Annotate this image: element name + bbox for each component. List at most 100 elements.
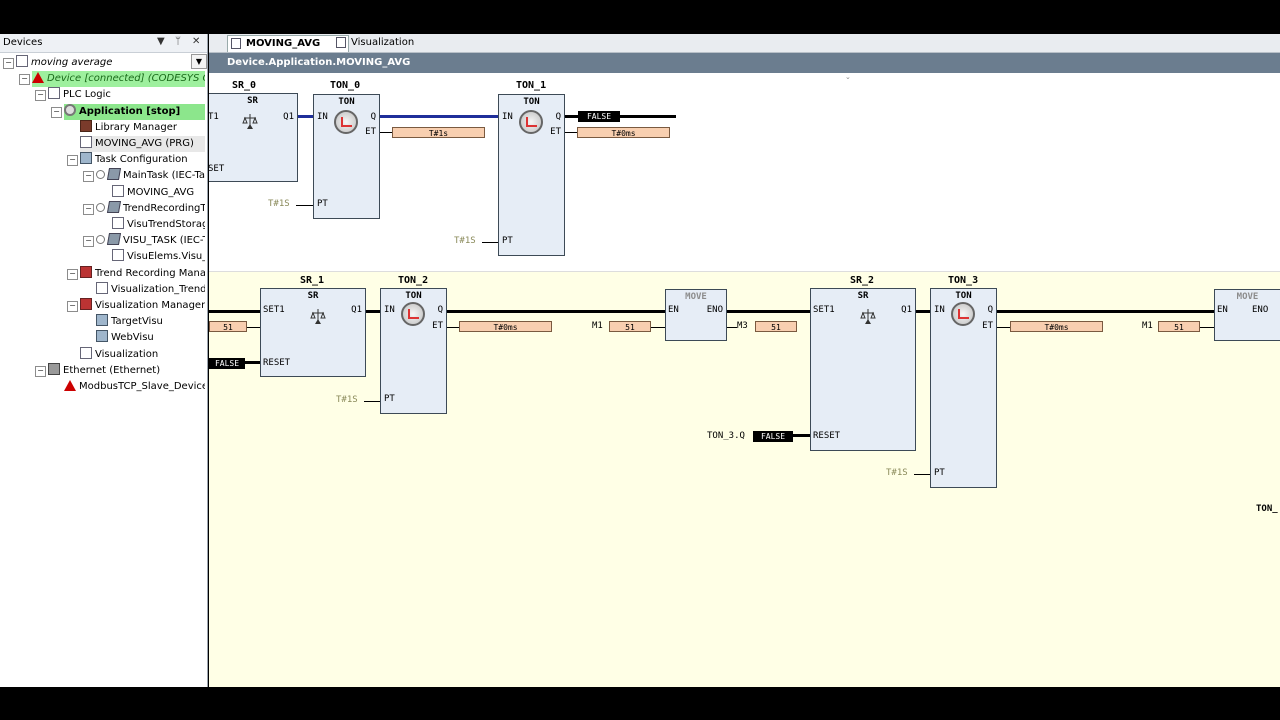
tab-visualization[interactable]: Visualization: [333, 35, 451, 51]
tree-collapse-icon[interactable]: −: [3, 58, 14, 69]
tree-item[interactable]: MOVING_AVG: [112, 184, 205, 201]
sr1-block[interactable]: SR SET1 Q1 RESET: [260, 288, 366, 377]
ton2-type: TON: [405, 291, 422, 301]
wire: [209, 310, 260, 313]
tree-collapse-icon[interactable]: −: [83, 236, 94, 248]
tree-item[interactable]: Visualization Manager: [80, 298, 205, 314]
tree-item[interactable]: Ethernet (Ethernet): [48, 362, 205, 379]
sr2-block[interactable]: SR SET1 Q1 RESET: [810, 288, 916, 451]
ton3-pt-constant[interactable]: T#1S: [886, 468, 908, 478]
tree-item[interactable]: Trend Recording Manager: [80, 265, 205, 282]
wire: [914, 474, 930, 475]
project-icon: [16, 55, 28, 67]
cfc-editor-canvas[interactable]: ⌄ SR_0 SR T1 Q1 SET TON_0 TON IN Q ET PT…: [209, 73, 1280, 687]
tree-collapse-icon[interactable]: −: [83, 171, 94, 183]
scroll-marker-icon: ⌄: [845, 73, 851, 81]
tab-moving-avg[interactable]: MOVING_AVG ✕: [227, 35, 349, 52]
task-icon: [106, 200, 122, 213]
ton1-instance-name[interactable]: TON_1: [516, 80, 547, 91]
wire: [727, 327, 737, 328]
visu-manager-icon: [80, 298, 92, 310]
tree-item[interactable]: Library Manager: [80, 119, 205, 136]
ton0-q-pin: Q: [370, 112, 376, 122]
ton2-pt-constant[interactable]: T#1S: [336, 395, 358, 405]
partial-ton-label[interactable]: TON_: [1256, 504, 1278, 514]
tree-item[interactable]: TrendRecordingTask: [96, 200, 205, 217]
ton3-pt-pin: PT: [934, 468, 945, 478]
tree-collapse-icon[interactable]: −: [35, 365, 46, 377]
tree-collapse-icon[interactable]: −: [35, 90, 46, 102]
ton2-pt-pin: PT: [384, 394, 395, 404]
ton3-et-pin: ET: [982, 321, 993, 331]
wire: [727, 310, 810, 313]
ton3-block[interactable]: TON IN Q ET PT: [930, 288, 997, 488]
tree-item[interactable]: TargetVisu: [96, 314, 205, 330]
move2-input-value: 51: [1158, 321, 1200, 332]
ton1-in-pin: IN: [502, 112, 513, 122]
tree-item[interactable]: PLC Logic: [48, 87, 205, 103]
wire: [245, 361, 260, 364]
editor-tab-bar: MOVING_AVG ✕ Visualization: [209, 34, 1280, 53]
tab-label: Visualization: [351, 37, 415, 48]
panel-pin-icon[interactable]: ᛘ: [175, 36, 181, 47]
ton0-instance-name[interactable]: TON_0: [330, 80, 361, 91]
ton2-et-value: T#0ms: [459, 321, 552, 332]
tree-collapse-icon[interactable]: −: [67, 268, 78, 280]
move2-input-var[interactable]: M1: [1142, 321, 1153, 331]
tree-item[interactable]: Visualization_Trend1: [96, 281, 205, 298]
ton3-instance-name[interactable]: TON_3: [948, 275, 979, 286]
tree-collapse-icon[interactable]: −: [19, 74, 30, 86]
tree-item[interactable]: MOVING_AVG (PRG): [80, 136, 205, 152]
sr1-reset-pin: RESET: [263, 358, 291, 368]
wire: [296, 205, 313, 206]
wire: [380, 132, 392, 133]
move2-block[interactable]: MOVE EN ENO: [1214, 289, 1280, 341]
wire: [651, 327, 665, 328]
editor-path: Device.Application.MOVING_AVG: [227, 57, 411, 68]
tree-item-label: Device [connected] (CODESYS Control: [47, 73, 205, 85]
tree-item-label: Task Configuration: [95, 154, 188, 166]
tree-item[interactable]: Task Configuration: [80, 152, 205, 168]
tree-collapse-icon[interactable]: −: [67, 155, 78, 167]
move1-input-var[interactable]: M1: [592, 321, 603, 331]
tree-collapse-icon[interactable]: −: [51, 106, 62, 118]
tree-item[interactable]: ModbusTCP_Slave_Device: [64, 379, 205, 395]
sr2-reset-var[interactable]: TON_3.Q: [707, 431, 745, 441]
sr-scale-icon: [242, 114, 258, 129]
tree-collapse-icon[interactable]: −: [83, 203, 94, 215]
panel-close-icon[interactable]: ✕: [192, 36, 201, 47]
ton2-instance-name[interactable]: TON_2: [398, 275, 429, 286]
ton0-pt-constant[interactable]: T#1S: [268, 199, 290, 209]
sr2-reset-value: FALSE: [753, 431, 793, 442]
tree-item[interactable]: VisuElems.Visu_Prg: [112, 249, 205, 265]
sr0-block[interactable]: SR T1 Q1 SET: [209, 93, 298, 182]
tree-item-label: ModbusTCP_Slave_Device: [79, 381, 205, 392]
move1-output-var[interactable]: M3: [737, 321, 748, 331]
tree-item[interactable]: moving average: [16, 55, 205, 71]
tree-dropdown-icon[interactable]: ▼: [191, 54, 207, 69]
ton1-pt-constant[interactable]: T#1S: [454, 236, 476, 246]
tree-item[interactable]: Device [connected] (CODESYS Control: [32, 71, 205, 88]
tree-item[interactable]: WebVisu: [96, 330, 205, 346]
ton1-block[interactable]: TON IN Q ET PT: [498, 94, 565, 256]
ton0-block[interactable]: TON IN Q ET PT: [313, 94, 380, 219]
sr0-instance-name[interactable]: SR_0: [232, 80, 257, 91]
sr2-instance-name[interactable]: SR_2: [850, 275, 875, 286]
move2-type: MOVE: [1236, 292, 1259, 302]
move1-block[interactable]: MOVE EN ENO: [665, 289, 727, 341]
devices-panel-header: Devices ▼ ᛘ ✕: [0, 34, 207, 53]
tree-item[interactable]: Visualization: [80, 346, 205, 363]
ton2-block[interactable]: TON IN Q ET PT: [380, 288, 447, 414]
sr1-instance-name[interactable]: SR_1: [300, 275, 325, 286]
wire: [997, 327, 1010, 328]
left-input-value: 51: [209, 321, 247, 332]
tree-item[interactable]: MainTask (IEC-Tasks): [96, 168, 205, 184]
wire: [298, 115, 313, 118]
panel-dropdown-icon[interactable]: ▼: [157, 36, 165, 47]
tree-item[interactable]: VisuTrendStorage: [112, 217, 205, 233]
tree-item[interactable]: VISU_TASK (IEC-Tasks): [96, 233, 205, 249]
tree-item[interactable]: Application [stop]: [64, 103, 205, 120]
ton1-et-pin: ET: [550, 127, 561, 137]
move2-eno-pin: ENO: [1252, 305, 1269, 315]
tree-collapse-icon[interactable]: −: [67, 301, 78, 312]
